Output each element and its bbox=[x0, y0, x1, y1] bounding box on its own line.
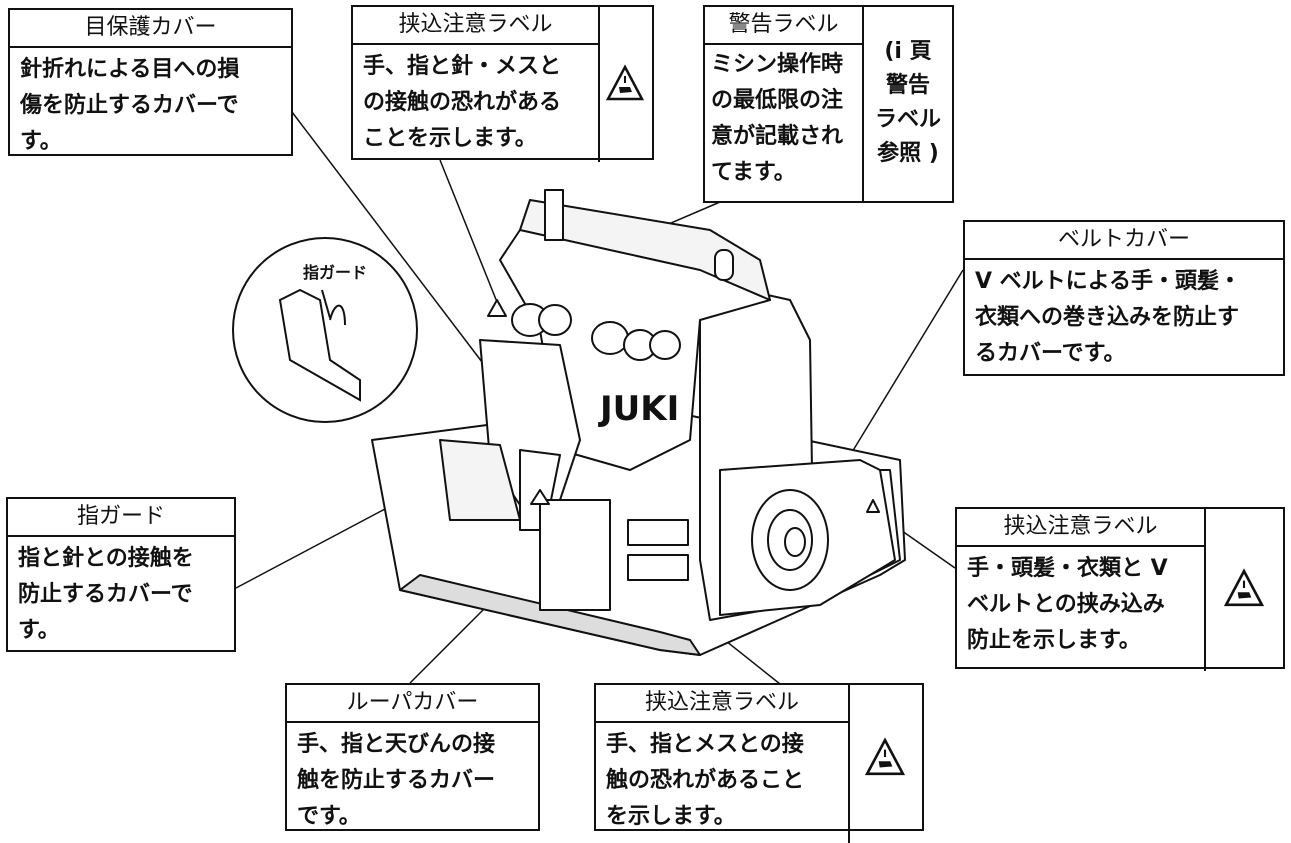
pinch-right-line-2: ベルトとの挟み込み bbox=[967, 592, 1165, 617]
pinch-bottom-icon-cell bbox=[848, 685, 922, 829]
inset-label: 指ガード bbox=[303, 263, 367, 282]
finger-guard-line-3: す。 bbox=[18, 618, 60, 643]
warning-note-line-3: ラベル bbox=[874, 107, 941, 132]
pinch-right-line-1: 手・頭髪・衣類と V bbox=[967, 556, 1168, 581]
eye-cover-title: 目保護カバー bbox=[10, 10, 291, 48]
pinch-top-icon-cell bbox=[598, 7, 652, 158]
warning-title: 警告ラベル bbox=[705, 7, 864, 45]
warning-line-2: の最低限の注 bbox=[711, 88, 844, 113]
pinch-right-icon-cell bbox=[1204, 509, 1283, 667]
eye-cover-line-1: 針折れによる目への損 bbox=[20, 57, 240, 82]
warning-reference-note: (i 頁 警告 ラベル 参照 ) bbox=[864, 35, 952, 171]
brand-text: JUKI bbox=[598, 389, 679, 429]
looper-cover bbox=[539, 499, 611, 611]
warning-label: 警告ラベル ミシン操作時 の最低限の注 意が記載され てます。 (i 頁 警告 … bbox=[703, 5, 954, 203]
pinch-right-label: 挟込注意ラベル 手・頭髪・衣類と V ベルトとの挟み込み 防止を示します。 bbox=[955, 507, 1285, 671]
warning-line-1: ミシン操作時 bbox=[711, 52, 844, 77]
warning-line-3: 意が記載され bbox=[711, 124, 844, 149]
hand-pinch-warning-icon bbox=[864, 737, 906, 776]
belt-cover-line-3: るカバーです。 bbox=[975, 341, 1126, 366]
warning-note-line-1: (i 頁 bbox=[884, 39, 932, 64]
finger-guard-label: 指ガード 指と針との接触を 防止するカバーで す。 bbox=[6, 497, 236, 652]
pinch-right-line-3: 防止を示します。 bbox=[967, 628, 1141, 653]
pinch-bottom-line-3: を示します。 bbox=[606, 804, 736, 829]
finger-guard-line-1: 指と針との接触を bbox=[18, 546, 194, 571]
pinch-top-line-3: ことを示します。 bbox=[363, 126, 537, 151]
pinch-top-title: 挟込注意ラベル bbox=[353, 7, 600, 45]
leader-eye-cover bbox=[291, 111, 483, 363]
looper-cover-label: ルーパカバー 手、指と天びんの接 触を防止するカバー です。 bbox=[285, 683, 540, 831]
pinch-bottom-label: 挟込注意ラベル 手、指とメスとの接 触の恐れがあること を示します。 bbox=[594, 683, 924, 843]
belt-cover-label: ベルトカバー V ベルトによる手・頭髪・ 衣類への巻き込みを防止す るカバーです… bbox=[963, 220, 1285, 376]
belt-cover-line-1: V ベルトによる手・頭髪・ bbox=[975, 269, 1242, 294]
warning-note-line-4: 参照 ) bbox=[877, 141, 939, 166]
pinch-top-line-2: の接触の恐れがある bbox=[363, 90, 562, 115]
warning-line-4: てます。 bbox=[711, 160, 796, 185]
pinch-top-line-1: 手、指と針・メスと bbox=[363, 54, 562, 79]
warning-note-line-2: 警告 bbox=[885, 73, 930, 98]
pinch-bottom-line-1: 手、指とメスとの接 bbox=[606, 732, 804, 757]
eye-cover-label: 目保護カバー 針折れによる目への損 傷を防止するカバーで す。 bbox=[8, 8, 293, 156]
looper-cover-line-1: 手、指と天びんの接 bbox=[297, 732, 496, 757]
machine-top bbox=[519, 199, 771, 301]
hand-pinch-warning-icon bbox=[1223, 568, 1264, 607]
pinch-bottom-title: 挟込注意ラベル bbox=[596, 685, 850, 723]
looper-cover-line-2: 触を防止するカバー bbox=[297, 768, 496, 793]
pinch-bottom-line-2: 触の恐れがあること bbox=[606, 768, 805, 793]
pinch-right-title: 挟込注意ラベル bbox=[957, 509, 1206, 547]
belt-cover-line-2: 衣類への巻き込みを防止す bbox=[975, 305, 1240, 330]
hand-pinch-warning-icon bbox=[605, 63, 645, 100]
looper-cover-line-3: です。 bbox=[297, 804, 361, 829]
finger-guard-title: 指ガード bbox=[8, 499, 234, 537]
finger-guard-line-2: 防止するカバーで bbox=[18, 582, 193, 607]
leader-pinch-top bbox=[439, 159, 498, 303]
eye-cover-line-2: 傷を防止するカバーで bbox=[20, 93, 239, 118]
pinch-top-label: 挟込注意ラベル 手、指と針・メスと の接触の恐れがある ことを示します。 bbox=[351, 5, 654, 162]
belt-cover-title: ベルトカバー bbox=[965, 222, 1283, 260]
leader-belt-cover bbox=[845, 269, 964, 463]
eye-cover-line-3: す。 bbox=[20, 129, 62, 154]
looper-cover-title: ルーパカバー bbox=[287, 685, 538, 723]
thread-stand bbox=[544, 189, 564, 241]
